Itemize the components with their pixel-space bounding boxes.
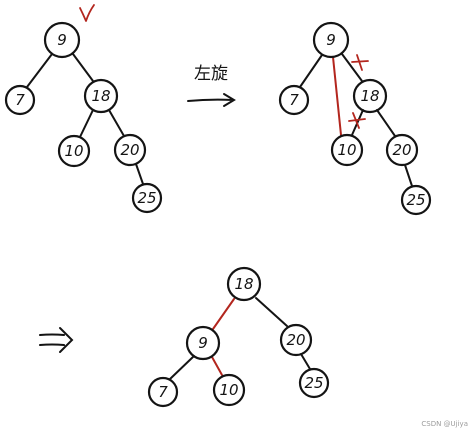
node-10: 10: [57, 134, 91, 168]
node-circle: [131, 182, 163, 214]
node-25: 25: [298, 367, 330, 399]
node-label: 7: [289, 91, 299, 109]
edge-20-25: [135, 163, 144, 185]
node-7: 7: [147, 376, 179, 408]
edge-9-7: [26, 53, 53, 88]
node-label: 18: [360, 87, 379, 105]
tree-after: 18 9 20 7 10 25: [147, 266, 330, 408]
node-circle: [147, 376, 179, 408]
node-label: 25: [406, 191, 425, 209]
edge-18-9: [212, 298, 235, 330]
cross-mark-icon: [351, 54, 369, 71]
node-circle: [385, 133, 419, 167]
node-circle: [312, 21, 350, 59]
node-label: 9: [326, 31, 336, 49]
node-circle: [400, 184, 432, 216]
node-circle: [352, 78, 388, 114]
edge-18-10: [79, 109, 94, 138]
edge-20-25: [404, 164, 413, 187]
edge-9-7: [299, 54, 323, 88]
node-label: 18: [91, 87, 110, 105]
node-9: 9: [185, 325, 221, 361]
node-label: 7: [15, 91, 25, 109]
rotation-label: 左旋: [194, 64, 228, 84]
node-label: 18: [234, 275, 253, 293]
node-label: 20: [392, 141, 411, 159]
rotation-step: 左旋: [187, 64, 236, 107]
node-label: 10: [337, 141, 356, 159]
node-label: 25: [137, 189, 156, 207]
node-label: 20: [286, 331, 305, 349]
tree-during: 9 7 18 10 20 25: [278, 21, 432, 216]
node-25: 25: [131, 182, 163, 214]
node-7: 7: [4, 84, 36, 116]
right-arrow-icon: [187, 93, 236, 107]
node-circle: [298, 367, 330, 399]
edge-20-25: [300, 353, 311, 370]
node-label: 7: [158, 383, 168, 401]
edge-9-10-new: [332, 56, 342, 136]
node-25: 25: [400, 184, 432, 216]
double-arrow-icon: [39, 327, 74, 353]
check-mark-icon: [79, 4, 95, 22]
node-label: 10: [64, 142, 83, 160]
node-10: 10: [212, 373, 246, 407]
node-20: 20: [279, 323, 313, 357]
node-circle: [278, 84, 310, 116]
node-label: 9: [57, 31, 67, 49]
node-20: 20: [385, 133, 419, 167]
edge-9-18: [341, 53, 363, 82]
node-circle: [279, 323, 313, 357]
cross-mark-icon: [348, 112, 366, 129]
node-9: 9: [43, 21, 81, 59]
tree-before: 9 7 18 10 20 25: [4, 4, 163, 214]
node-10: 10: [330, 133, 364, 167]
edge-9-18: [72, 53, 94, 82]
node-circle: [185, 325, 221, 361]
node-label: 20: [120, 141, 139, 159]
node-18: 18: [352, 78, 388, 114]
node-circle: [43, 21, 81, 59]
node-9: 9: [312, 21, 350, 59]
edge-9-10: [211, 356, 223, 376]
node-18: 18: [83, 78, 119, 114]
node-circle: [113, 133, 147, 167]
node-label: 25: [304, 374, 323, 392]
node-18: 18: [226, 266, 262, 302]
node-20: 20: [113, 133, 147, 167]
node-label: 10: [219, 381, 238, 399]
node-circle: [330, 133, 364, 167]
node-circle: [57, 134, 91, 168]
node-7: 7: [278, 84, 310, 116]
node-circle: [212, 373, 246, 407]
node-label: 9: [198, 334, 208, 352]
edge-18-20: [376, 109, 396, 137]
watermark: CSDN @Ujiya: [421, 420, 468, 428]
edge-18-20: [108, 109, 125, 137]
edge-18-20: [255, 297, 288, 327]
node-circle: [4, 84, 36, 116]
node-circle: [226, 266, 262, 302]
node-circle: [83, 78, 119, 114]
edge-9-7: [169, 355, 195, 380]
